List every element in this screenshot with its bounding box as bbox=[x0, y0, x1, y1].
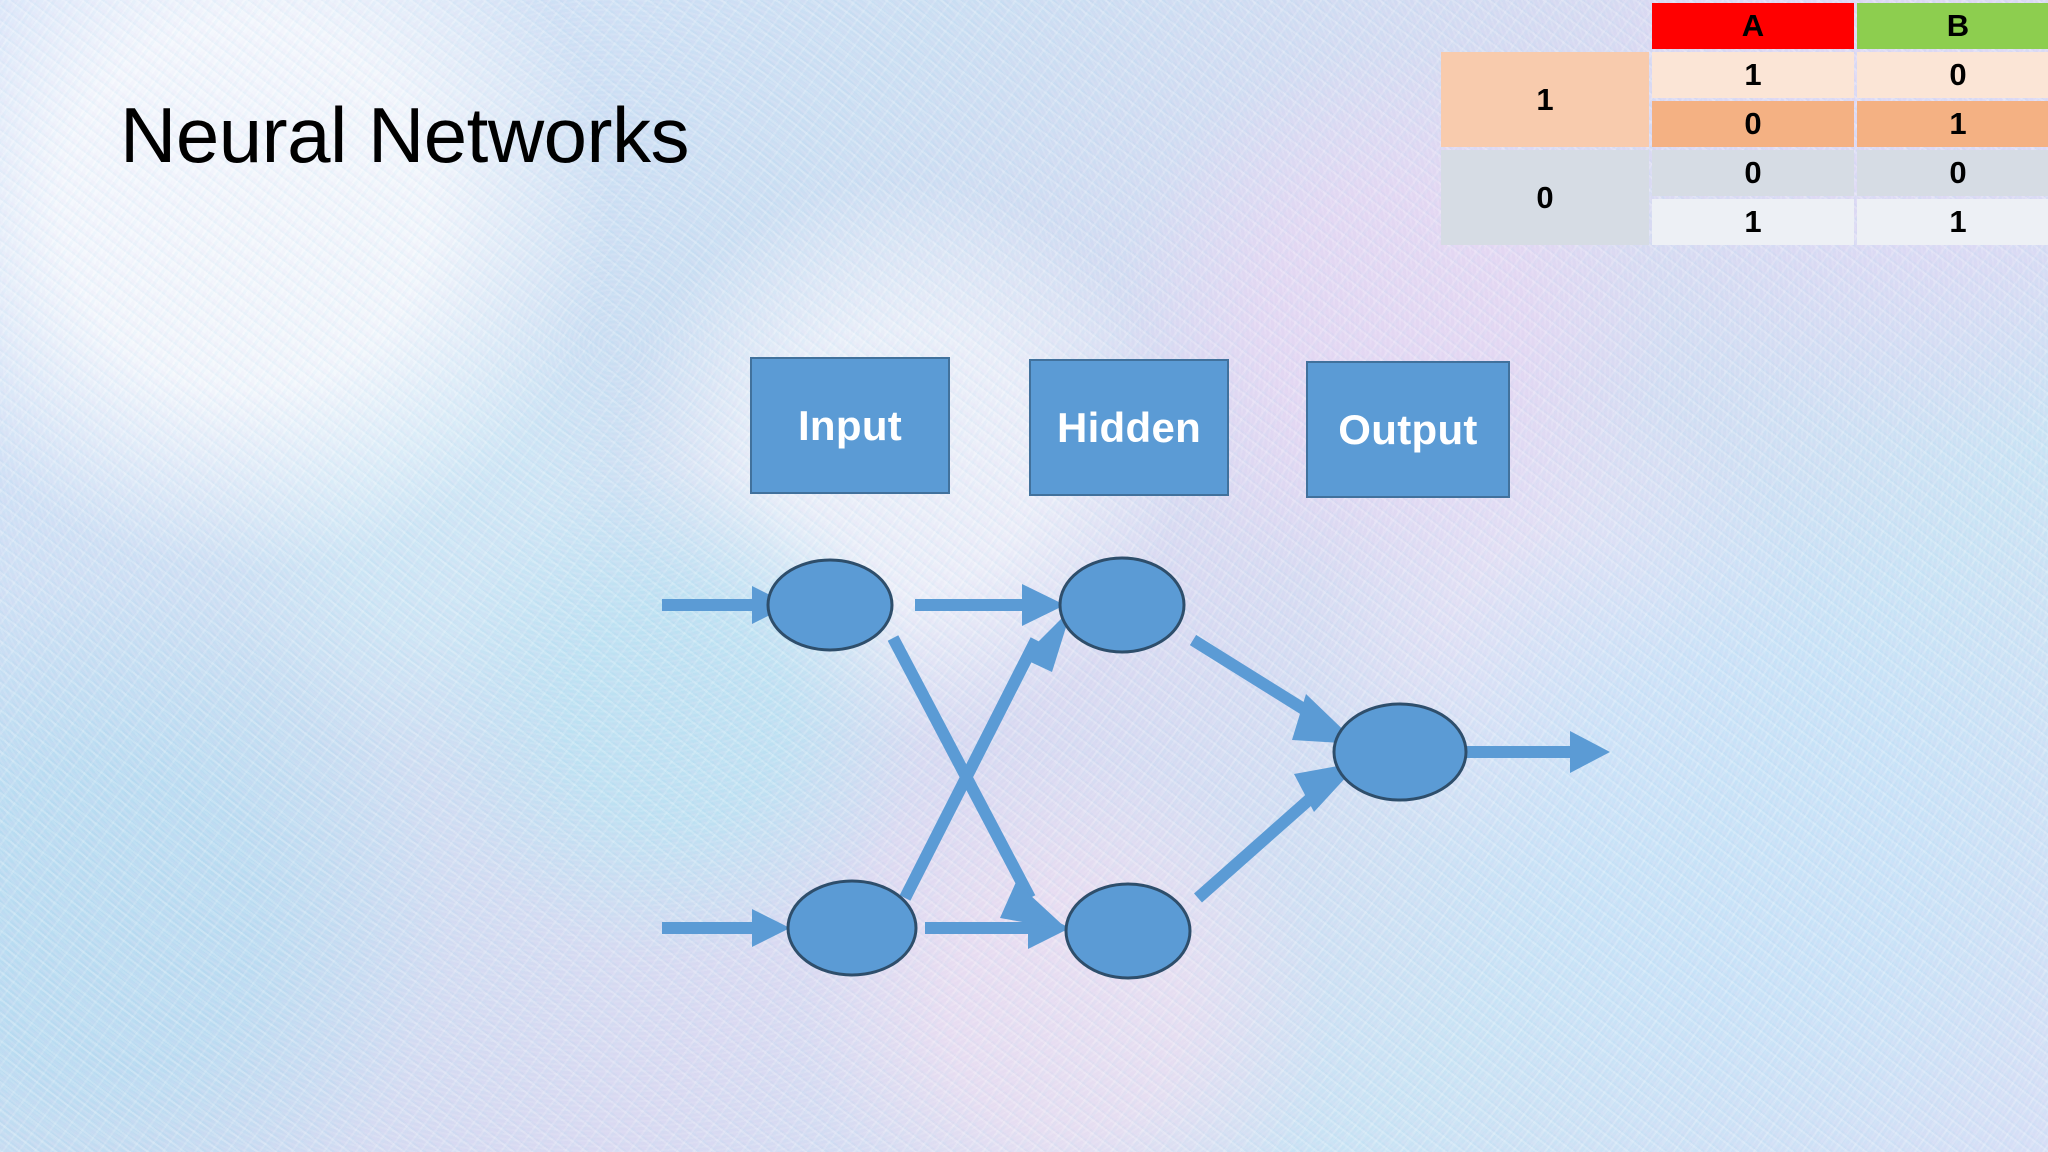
edge-external-to-in-2 bbox=[662, 909, 790, 947]
table-cell-b: 1 bbox=[1857, 101, 2048, 147]
table-header-a: A bbox=[1652, 3, 1854, 49]
table-cell-b: 1 bbox=[1857, 199, 2048, 245]
edge-external-to-in-1 bbox=[662, 586, 790, 624]
table-corner-cell bbox=[1441, 3, 1649, 49]
table-cell-a: 1 bbox=[1652, 199, 1854, 245]
row-group-label-one: 1 bbox=[1441, 52, 1649, 147]
edge-in2-to-hid2 bbox=[925, 907, 1070, 949]
table-row: 1 1 0 bbox=[1441, 52, 2048, 147]
table-row: 1 1 bbox=[1441, 199, 2048, 245]
truth-table: A B 1 1 0 0 1 0 0 0 1 1 bbox=[1438, 0, 2048, 248]
edge-out1-to-external bbox=[1466, 731, 1610, 773]
table-cell-b: 0 bbox=[1857, 150, 2048, 196]
layer-label-input: Input bbox=[750, 357, 950, 494]
table-cell-a: 0 bbox=[1652, 150, 1854, 196]
row-group-label-zero: 0 bbox=[1441, 150, 1649, 245]
node-hidden-1[interactable] bbox=[1058, 556, 1186, 654]
node-output-1[interactable] bbox=[1332, 702, 1468, 802]
table-row: 0 0 0 bbox=[1441, 150, 2048, 245]
node-hidden-2[interactable] bbox=[1064, 882, 1192, 980]
table-cell-a: 1 bbox=[1652, 52, 1854, 98]
edge-hid2-to-out1 bbox=[1194, 762, 1360, 903]
table-cell-a: 0 bbox=[1652, 101, 1854, 147]
edge-hid1-to-out1 bbox=[1189, 634, 1358, 744]
edge-in1-to-hid2 bbox=[887, 635, 1068, 930]
layer-label-output: Output bbox=[1306, 361, 1510, 498]
edge-in1-to-hid1 bbox=[915, 584, 1065, 626]
node-input-2[interactable] bbox=[786, 879, 918, 977]
node-input-1[interactable] bbox=[766, 558, 894, 652]
table-cell-b: 0 bbox=[1857, 52, 2048, 98]
table-header-b: B bbox=[1857, 3, 2048, 49]
page-title: Neural Networks bbox=[120, 91, 690, 179]
layer-label-hidden: Hidden bbox=[1029, 359, 1229, 496]
table-header-row: A B bbox=[1441, 3, 2048, 49]
edge-in2-to-hid1 bbox=[899, 608, 1072, 901]
table-row: 0 1 bbox=[1441, 101, 2048, 147]
